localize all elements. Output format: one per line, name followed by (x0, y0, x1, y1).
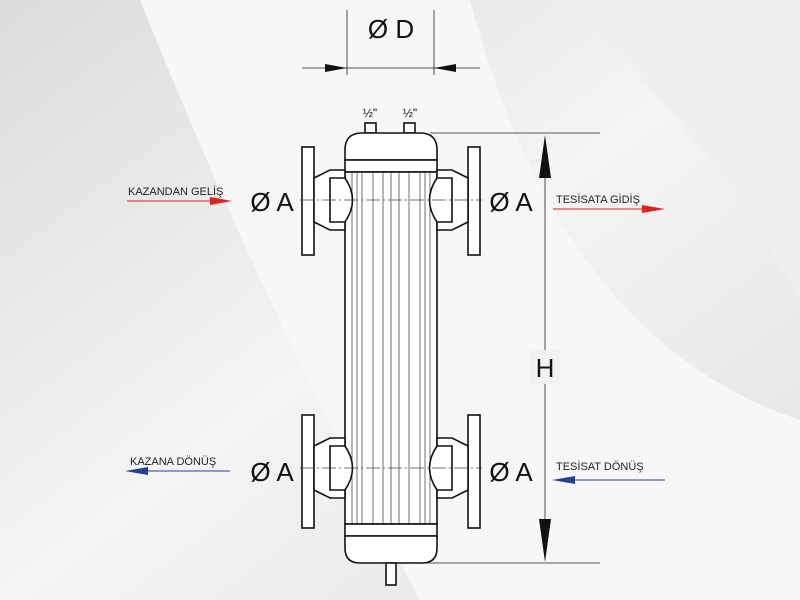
port-diameter-label: Ø A (250, 187, 294, 217)
system-return-arrow (552, 476, 665, 484)
drain-nozzle (385, 562, 397, 586)
height-dimension (420, 132, 600, 564)
system-return-label: TESİSAT DÖNÜŞ (556, 460, 644, 473)
port-bottom-right (428, 414, 481, 529)
separator-vessel (344, 132, 438, 586)
port-diameter-label: Ø A (250, 457, 294, 487)
diameter-dimension (302, 10, 480, 75)
nozzle-size-label: ½" (363, 106, 377, 120)
system-supply-label: TESİSATA GİDİŞ (556, 193, 640, 206)
boiler-return-label: KAZANA DÖNÜŞ (130, 456, 216, 468)
background-swoosh-2 (560, 0, 800, 300)
boiler-supply-arrow (127, 197, 232, 205)
boiler-supply-label: KAZANDAN GELİŞ (128, 185, 223, 198)
vent-nozzle (364, 122, 377, 134)
height-label: H (536, 353, 555, 383)
nozzle-size-label: ½" (403, 106, 417, 120)
port-top-left (301, 146, 354, 256)
port-bottom-left (301, 414, 354, 529)
boiler-return-arrow (125, 467, 230, 475)
port-diameter-label: Ø A (489, 187, 533, 217)
diameter-d-label: Ø D (368, 14, 414, 44)
vent-nozzle (403, 122, 416, 134)
port-diameter-label: Ø A (489, 457, 533, 487)
system-supply-arrow (553, 205, 665, 213)
port-top-right (428, 146, 481, 256)
